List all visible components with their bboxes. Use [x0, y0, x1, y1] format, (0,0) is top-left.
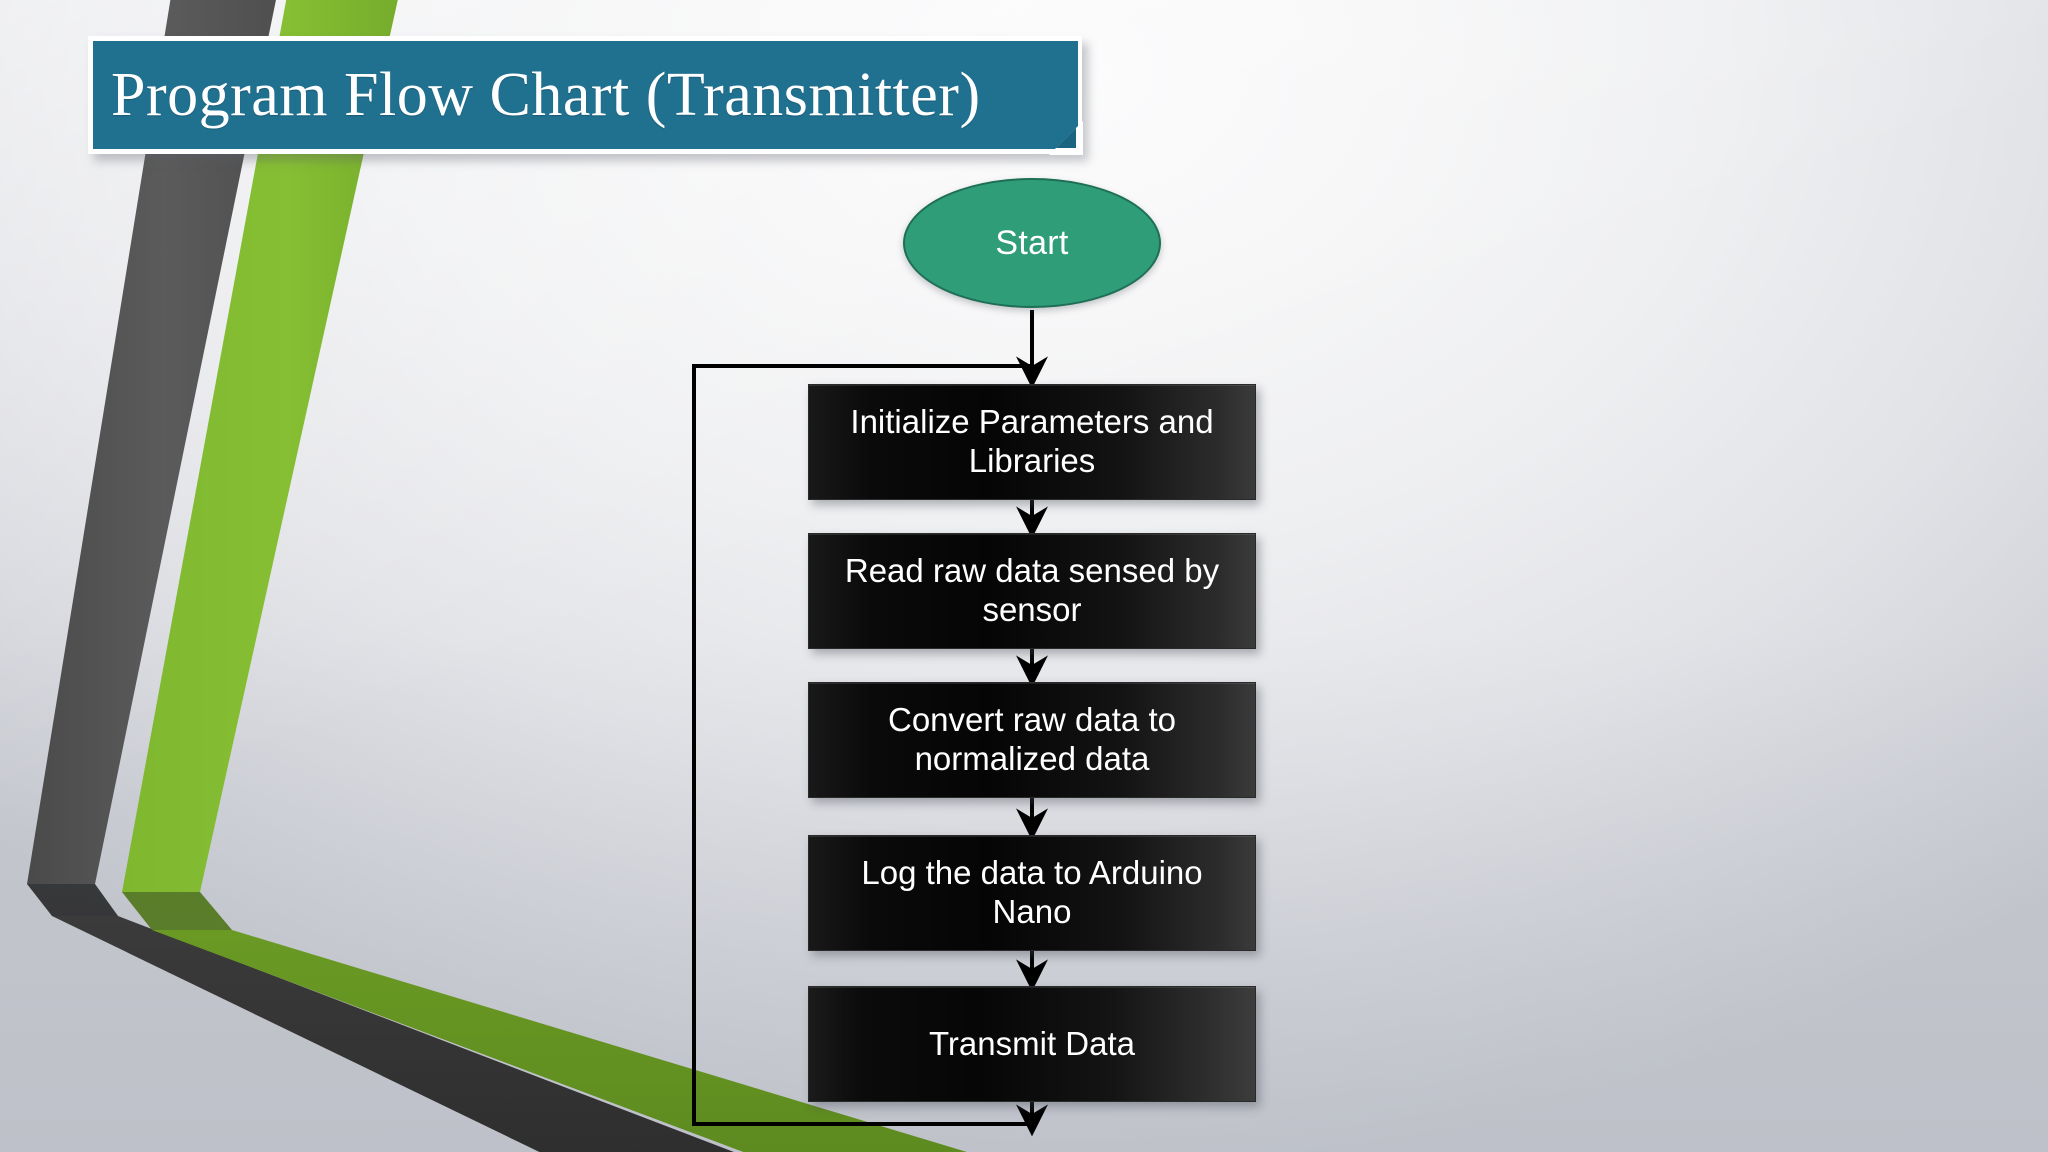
- flow-node-convert-data[interactable]: Convert raw data to normalized data: [808, 682, 1256, 798]
- flow-node-log-label-line1: Log the data to Arduino: [861, 854, 1203, 892]
- connector-feedback-loop: [692, 364, 1032, 1126]
- flow-node-read-raw-data[interactable]: Read raw data sensed by sensor: [808, 533, 1256, 649]
- flow-node-start-label: Start: [995, 223, 1069, 262]
- flow-node-transmit-data[interactable]: Transmit Data: [808, 986, 1256, 1102]
- flow-node-log-data[interactable]: Log the data to Arduino Nano: [808, 835, 1256, 951]
- flow-node-initialize-label-line1: Initialize Parameters and: [850, 403, 1214, 441]
- flow-node-initialize[interactable]: Initialize Parameters and Libraries: [808, 384, 1256, 500]
- slide-title-banner: Program Flow Chart (Transmitter): [88, 36, 1083, 155]
- flow-node-start[interactable]: Start: [903, 178, 1161, 308]
- flow-node-convert-label-line2: normalized data: [914, 740, 1150, 777]
- flow-node-initialize-label-line2: Libraries: [968, 442, 1096, 479]
- page-title: Program Flow Chart (Transmitter): [111, 61, 981, 129]
- flow-node-log-label-line2: Nano: [992, 893, 1072, 930]
- flow-node-transmit-label-line1: Transmit Data: [929, 1024, 1135, 1062]
- flow-node-convert-label-line1: Convert raw data to: [888, 701, 1176, 739]
- banner-folded-corner-icon: [1049, 121, 1083, 155]
- flow-node-read-label-line2: sensor: [982, 591, 1082, 628]
- flow-node-read-label-line1: Read raw data sensed by: [844, 552, 1220, 590]
